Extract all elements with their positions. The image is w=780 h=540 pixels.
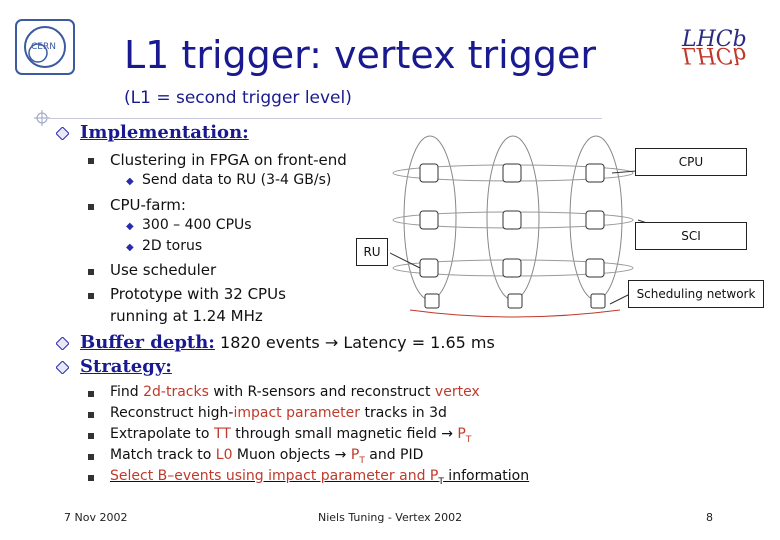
text: tracks in 3d (360, 405, 447, 421)
highlight-impact-parameter: impact parameter (233, 405, 361, 421)
text: and PID (364, 447, 424, 463)
impl-subitem-2-1: 300 – 400 CPUs (142, 217, 252, 233)
ru-label: RU (356, 238, 388, 266)
slide-subtitle: (L1 = second trigger level) (124, 88, 352, 108)
square-bullet-icon (88, 204, 94, 210)
title-divider (42, 118, 602, 119)
text: through small magnetic field (230, 426, 442, 442)
text: Reconstruct high- (110, 405, 234, 421)
slide-title: L1 trigger: vertex trigger (124, 33, 596, 77)
strategy-item-1: Find 2d-tracks with R-sensors and recons… (110, 384, 480, 400)
pt-symbol: P (346, 447, 360, 463)
pt-subscript: T (438, 476, 444, 487)
impl-item-3: Use scheduler (110, 261, 217, 279)
latency-value: Latency = 1.65 ms (343, 333, 495, 352)
implementation-heading: Implementation: (80, 122, 249, 143)
arrow-icon: → (334, 447, 347, 463)
diamond-bullet-icon (56, 127, 69, 140)
square-bullet-icon (88, 412, 94, 418)
pt-subscript: T (359, 455, 365, 466)
buffer-value: 1820 events (220, 333, 320, 352)
text: Match track to (110, 447, 216, 463)
highlight-vertex: vertex (434, 384, 480, 400)
pt-symbol: P (452, 426, 466, 442)
impl-subitem-2-2: 2D torus (142, 238, 203, 254)
square-bullet-icon (88, 391, 94, 397)
text: with R-sensors and reconstruct (208, 384, 435, 400)
page-number: 8 (706, 511, 713, 524)
highlight-2d-tracks: 2d-tracks (143, 384, 209, 400)
text: information (443, 468, 530, 484)
square-bullet-icon (88, 433, 94, 439)
strategy-heading: Strategy: (80, 356, 172, 377)
text: Find (110, 384, 144, 400)
text: Extrapolate to (110, 426, 214, 442)
impl-subitem-1-1: Send data to RU (3-4 GB/s) (142, 172, 332, 188)
impl-item-4: Prototype with 32 CPUs (110, 285, 286, 303)
cpu-label: CPU (635, 148, 747, 176)
lhcb-logo: LHCb LHCb (681, 27, 747, 67)
arrow-icon: → (441, 426, 453, 442)
svg-text:LHCb: LHCb (681, 27, 747, 52)
sub-bullet-icon: ◆ (126, 242, 134, 253)
buffer-line: Buffer depth: 1820 events → Latency = 1.… (80, 332, 495, 353)
square-bullet-icon (88, 293, 94, 299)
sub-bullet-icon: ◆ (126, 221, 134, 232)
strategy-item-2: Reconstruct high-impact parameter tracks… (110, 405, 447, 421)
strategy-item-4: Match track to L0 Muon objects → PT and … (110, 447, 423, 466)
square-bullet-icon (88, 454, 94, 460)
scheduling-network-label: Scheduling network (628, 280, 764, 308)
sub-bullet-icon: ◆ (126, 176, 134, 187)
square-bullet-icon (88, 158, 94, 164)
pt-subscript: T (465, 434, 472, 445)
diamond-bullet-icon (56, 337, 69, 350)
footer-author: Niels Tuning - Vertex 2002 (318, 511, 463, 524)
highlight-tt: TT (213, 426, 231, 442)
square-bullet-icon (88, 269, 94, 275)
cern-logo: CERN (15, 19, 75, 75)
impl-item-4-line2: running at 1.24 MHz (110, 307, 263, 325)
arrow-icon: → (324, 333, 339, 352)
text: Muon objects (232, 447, 335, 463)
impl-item-1: Clustering in FPGA on front-end (110, 151, 347, 169)
sci-label: SCI (635, 222, 747, 250)
svg-text:LHCb: LHCb (681, 42, 747, 67)
highlight-l0: L0 (215, 447, 233, 463)
strategy-item-3: Extrapolate to TT through small magnetic… (110, 426, 471, 445)
highlight-select-b-events: Select B–events using impact parameter a… (110, 468, 439, 484)
strategy-item-5: Select B–events using impact parameter a… (110, 468, 529, 487)
footer-date: 7 Nov 2002 (64, 511, 128, 524)
buffer-label: Buffer depth: (80, 332, 215, 353)
square-bullet-icon (88, 475, 94, 481)
impl-item-2: CPU-farm: (110, 196, 186, 214)
diamond-bullet-icon (56, 361, 69, 374)
svg-text:CERN: CERN (31, 42, 56, 52)
cpu-torus-diagram (390, 135, 675, 318)
